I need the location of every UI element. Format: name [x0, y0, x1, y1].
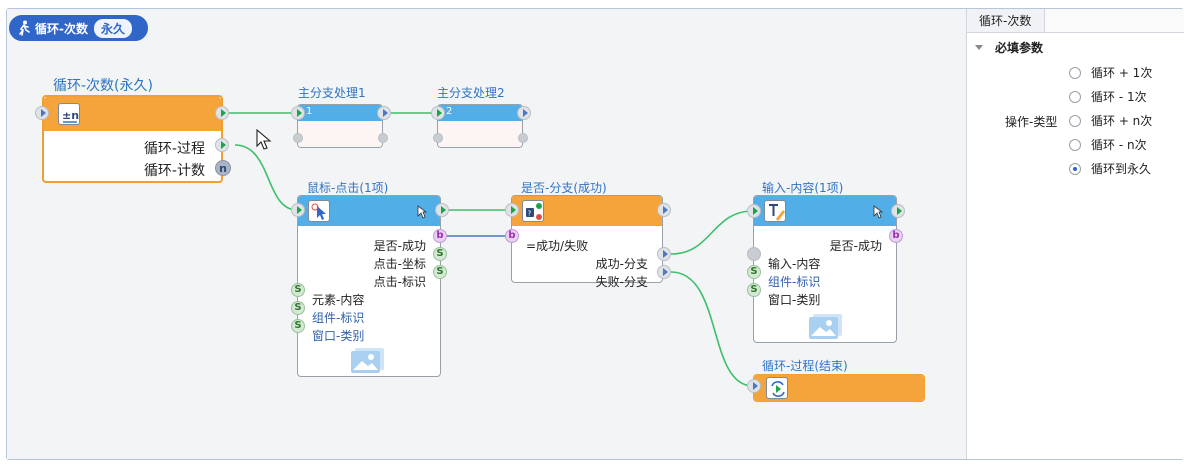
loop-end-icon	[766, 377, 788, 399]
loopend-input-port[interactable]	[747, 379, 761, 393]
branch1-input-port[interactable]	[291, 106, 305, 120]
click-output-port[interactable]	[435, 203, 449, 217]
branch2-number: 2	[446, 106, 453, 117]
check-node-label: 是否-分支(成功)	[521, 181, 607, 195]
branch1-right-dot[interactable]	[378, 133, 388, 143]
section-title: 必填参数	[995, 41, 1044, 55]
properties-panel: 循环-次数 必填参数 操作-类型 循环 + 1次 循环 - 1次 循环 + n次…	[966, 9, 1184, 459]
loop-node-label: 循环-次数(永久)	[53, 78, 153, 94]
cursor-pointer-icon	[417, 205, 428, 219]
loopend-node[interactable]	[753, 374, 925, 402]
loop-count-port[interactable]: n	[215, 160, 231, 176]
check-fail-port[interactable]	[657, 265, 671, 279]
runner-icon	[19, 20, 30, 36]
mouse-click-icon	[308, 200, 330, 222]
loop-process-port[interactable]	[215, 138, 229, 152]
flow-canvas[interactable]: 循环-次数 永久 循环-次数(永久) ±n 循环-过程 循环-计数 n 主分支处…	[7, 9, 965, 459]
input-success-label: 是否-成功	[829, 239, 882, 253]
click-coord-port[interactable]: S	[433, 247, 447, 261]
input-input-port[interactable]	[747, 204, 761, 218]
click-coord-label: 点击-坐标	[373, 257, 426, 271]
collapse-triangle-icon[interactable]	[975, 45, 983, 50]
check-condition-label: =成功/失败	[526, 239, 589, 253]
input-window-class-port[interactable]: S	[747, 283, 761, 297]
branch1-number: 1	[306, 106, 313, 117]
radio-loop-minus-n[interactable]: 循环 - n次	[1069, 136, 1147, 153]
branch1-node[interactable]: 1	[297, 104, 383, 148]
check-fail-branch-label: 失败-分支	[595, 275, 648, 289]
wire-success-to-input	[670, 210, 754, 255]
loop-process-label: 循环-过程	[143, 141, 205, 157]
image-placeholder-icon	[809, 314, 842, 339]
workflow-window: 循环-次数 永久 循环-次数(永久) ±n 循环-过程 循环-计数 n 主分支处…	[6, 8, 1184, 460]
svg-text:?: ?	[528, 210, 532, 218]
loop-mode-badge[interactable]: 永久	[93, 18, 132, 38]
check-input-port[interactable]	[505, 203, 519, 217]
cursor-pointer-icon	[873, 205, 884, 219]
branch2-input-port[interactable]	[431, 106, 445, 120]
input-node[interactable]: 是否-成功 输入-内容 组件-标识 窗口-类别	[753, 195, 897, 343]
click-node-label: 鼠标-点击(1项)	[307, 181, 389, 195]
plus-minus-n-icon: ±n	[58, 103, 80, 125]
click-element-content-port[interactable]: S	[291, 283, 305, 297]
click-success-port[interactable]: b	[433, 229, 447, 243]
required-params-section[interactable]: 必填参数	[975, 39, 1043, 56]
branch2-right-dot[interactable]	[518, 133, 528, 143]
check-condition-port[interactable]: b	[505, 229, 519, 243]
tab-loop-count[interactable]: 循环-次数	[967, 9, 1045, 33]
branch2-node[interactable]: 2	[437, 104, 523, 148]
wire-loop-process-to-click	[234, 144, 298, 211]
check-output-port[interactable]	[657, 203, 671, 217]
wire-fail-to-loopend	[670, 271, 754, 387]
radio-loop-plus-1[interactable]: 循环 + 1次	[1069, 64, 1152, 81]
connection-wires	[229, 112, 754, 387]
radio-loop-forever[interactable]: 循环到永久	[1069, 160, 1151, 177]
click-window-class-label: 窗口-类别	[312, 329, 365, 343]
loop-title: 循环-次数	[35, 21, 88, 36]
click-input-port[interactable]	[291, 203, 305, 217]
click-success-label: 是否-成功	[373, 239, 426, 253]
loop-count-label: 循环-计数	[143, 163, 205, 179]
branch1-left-dot[interactable]	[293, 133, 303, 143]
check-success-branch-label: 成功-分支	[595, 257, 648, 271]
svg-text:±n: ±n	[62, 109, 79, 122]
input-component-id-port[interactable]: S	[747, 265, 761, 279]
input-node-label: 输入-内容(1项)	[762, 181, 844, 195]
click-component-id-label: 组件-标识	[312, 311, 365, 325]
check-node[interactable]: ? =成功/失败 成功-分支 失败-分支	[511, 195, 663, 289]
input-window-class-label: 窗口-类别	[768, 293, 821, 307]
branch2-left-dot[interactable]	[433, 133, 443, 143]
check-success-port[interactable]	[657, 247, 671, 261]
loop-node[interactable]: ±n 循环-过程 循环-计数	[42, 95, 223, 183]
input-success-port[interactable]: b	[889, 229, 903, 243]
branch2-output-port[interactable]	[517, 106, 531, 120]
click-element-content-label: 元素-内容	[312, 293, 365, 307]
input-output-port[interactable]	[891, 204, 905, 218]
loopend-node-label: 循环-过程(结束)	[762, 359, 848, 373]
mouse-cursor-icon	[256, 129, 272, 150]
click-id-label: 点击-标识	[373, 275, 426, 289]
branch1-output-port[interactable]	[377, 106, 391, 120]
click-id-port[interactable]: S	[433, 265, 447, 279]
input-component-id-label: 组件-标识	[768, 275, 821, 289]
input-content-port[interactable]	[747, 247, 761, 261]
operation-type-label: 操作-类型	[1005, 115, 1058, 129]
branch1-label: 主分支处理1	[298, 86, 366, 100]
input-content-label: 输入-内容	[768, 257, 821, 271]
click-window-class-port[interactable]: S	[291, 319, 305, 333]
click-node[interactable]: 是否-成功 点击-坐标 点击-标识 元素-内容 组件-标识 窗口-类别	[297, 195, 441, 377]
click-component-id-port[interactable]: S	[291, 301, 305, 315]
branch2-label: 主分支处理2	[437, 86, 505, 100]
branch-check-icon: ?	[522, 200, 544, 222]
loop-output-port[interactable]	[215, 106, 229, 120]
loop-input-port[interactable]	[35, 106, 49, 120]
text-input-icon	[764, 200, 786, 222]
radio-loop-plus-n[interactable]: 循环 + n次	[1069, 112, 1152, 129]
loop-title-pill[interactable]: 循环-次数 永久	[9, 15, 148, 41]
image-placeholder-icon	[351, 348, 384, 373]
radio-loop-minus-1[interactable]: 循环 - 1次	[1069, 88, 1147, 105]
